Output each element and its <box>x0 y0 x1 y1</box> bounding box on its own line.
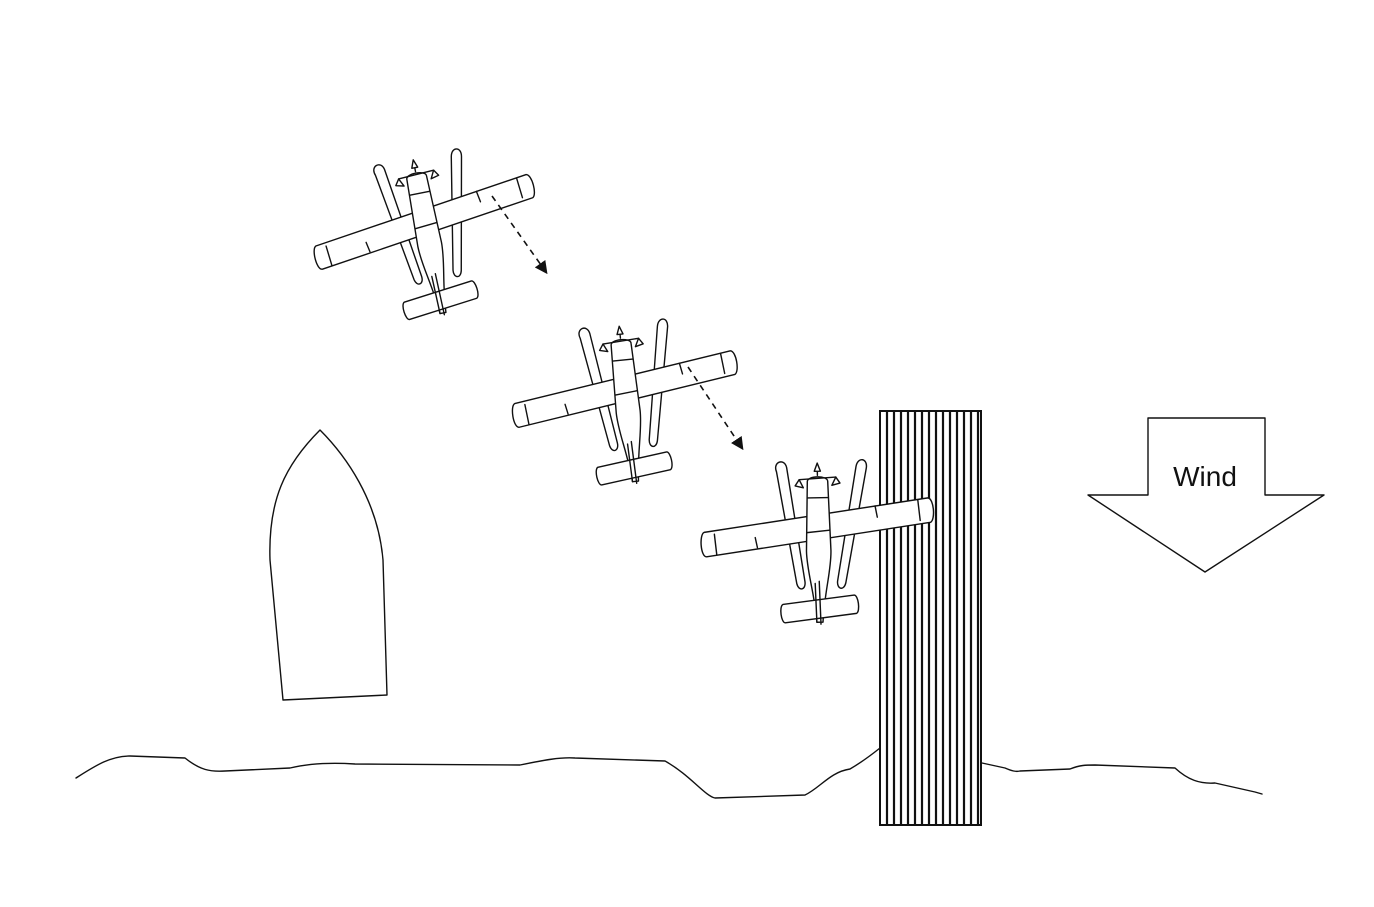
seaplane-icon-position-1 <box>298 135 556 338</box>
path-arrow-2 <box>687 366 744 451</box>
wind-label: Wind <box>1173 461 1237 492</box>
seaplane-icon-position-2 <box>503 311 749 497</box>
shoreline-right <box>981 762 1263 795</box>
wind-arrow-icon: Wind <box>1087 417 1325 573</box>
boat-icon <box>269 429 388 701</box>
path-arrow-1 <box>491 195 548 275</box>
dock-icon <box>879 410 982 826</box>
shoreline <box>75 747 881 799</box>
